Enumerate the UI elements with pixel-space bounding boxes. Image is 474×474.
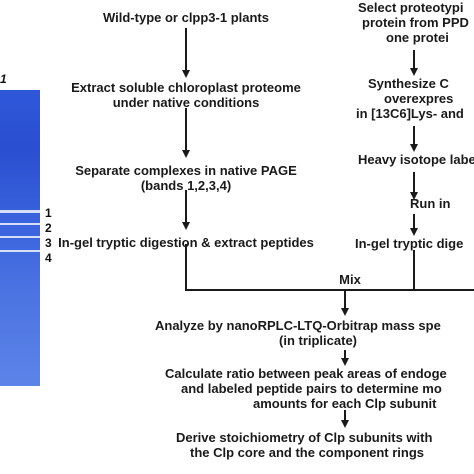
gel-band-2: [0, 223, 40, 225]
gel-band-4: [0, 250, 40, 252]
gel-band-3: [0, 236, 40, 238]
step-derive: Derive stoichiometry of Clp subunits wit…: [176, 430, 433, 460]
band-label-1: 1: [45, 206, 52, 220]
gel-band-1: [0, 210, 40, 213]
mix-label: Mix: [339, 272, 361, 287]
step-heavy-isotope: Heavy isotope labe: [358, 152, 474, 167]
step-synthesize: Synthesize C overexpres in [13C6]Lys- an…: [356, 76, 464, 121]
band-label-2: 2: [45, 221, 52, 235]
step-select-peptide: Select proteotypi protein from PPD one p…: [358, 0, 469, 45]
step-analyze: Analyze by nanoRPLC-LTQ-Orbitrap mass sp…: [155, 318, 441, 348]
step-run-in: Run in: [410, 196, 451, 211]
gel-lane-header: 1: [0, 72, 7, 86]
step-calculate: Calculate ratio between peak areas of en…: [165, 366, 447, 411]
step-digest-left: In-gel tryptic digestion & extract pepti…: [58, 235, 314, 250]
step-extract: Extract soluble chloroplast proteome und…: [71, 80, 301, 110]
band-label-3: 3: [45, 236, 52, 250]
step-separate: Separate complexes in native PAGE (bands…: [75, 163, 297, 193]
native-page-gel: [0, 90, 40, 386]
step-plants: Wild-type or clpp3-1 plants: [102, 10, 269, 25]
step-digest-right: In-gel tryptic dige: [355, 236, 464, 251]
arrow-merge-lines: [185, 244, 474, 291]
band-label-4: 4: [45, 251, 52, 265]
